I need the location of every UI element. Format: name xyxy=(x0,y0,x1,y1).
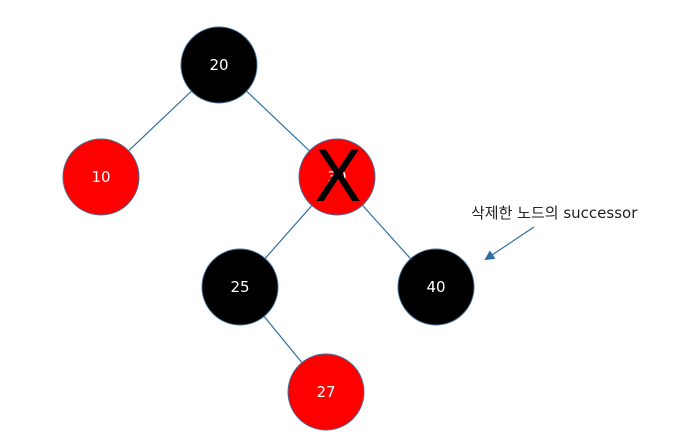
successor-annotation: 삭제한 노드의 successor xyxy=(471,204,638,222)
node-label: 20 xyxy=(209,56,228,74)
node-circle xyxy=(397,248,475,326)
node-circle xyxy=(287,353,365,431)
tree-node-40: 40 xyxy=(397,248,475,326)
edges-layer xyxy=(100,64,437,393)
tree-node-27: 27 xyxy=(287,353,365,431)
node-circle xyxy=(180,26,258,104)
nodes-layer: 20 10 30 25 40 27 xyxy=(62,26,475,431)
tree-node-30: 30 xyxy=(298,138,376,216)
successor-arrow xyxy=(484,226,535,261)
node-label: 25 xyxy=(230,278,249,296)
node-circle xyxy=(298,138,376,216)
tree-node-10: 10 xyxy=(62,138,140,216)
node-label: 27 xyxy=(316,383,335,401)
node-circle xyxy=(62,138,140,216)
node-label: 10 xyxy=(91,168,110,186)
node-label: 30 xyxy=(327,168,346,186)
tree-node-25: 25 xyxy=(201,248,279,326)
node-circle xyxy=(201,248,279,326)
tree-node-20: 20 xyxy=(180,26,258,104)
deleted-node-x-mark: X xyxy=(314,136,362,218)
node-label: 40 xyxy=(426,278,445,296)
